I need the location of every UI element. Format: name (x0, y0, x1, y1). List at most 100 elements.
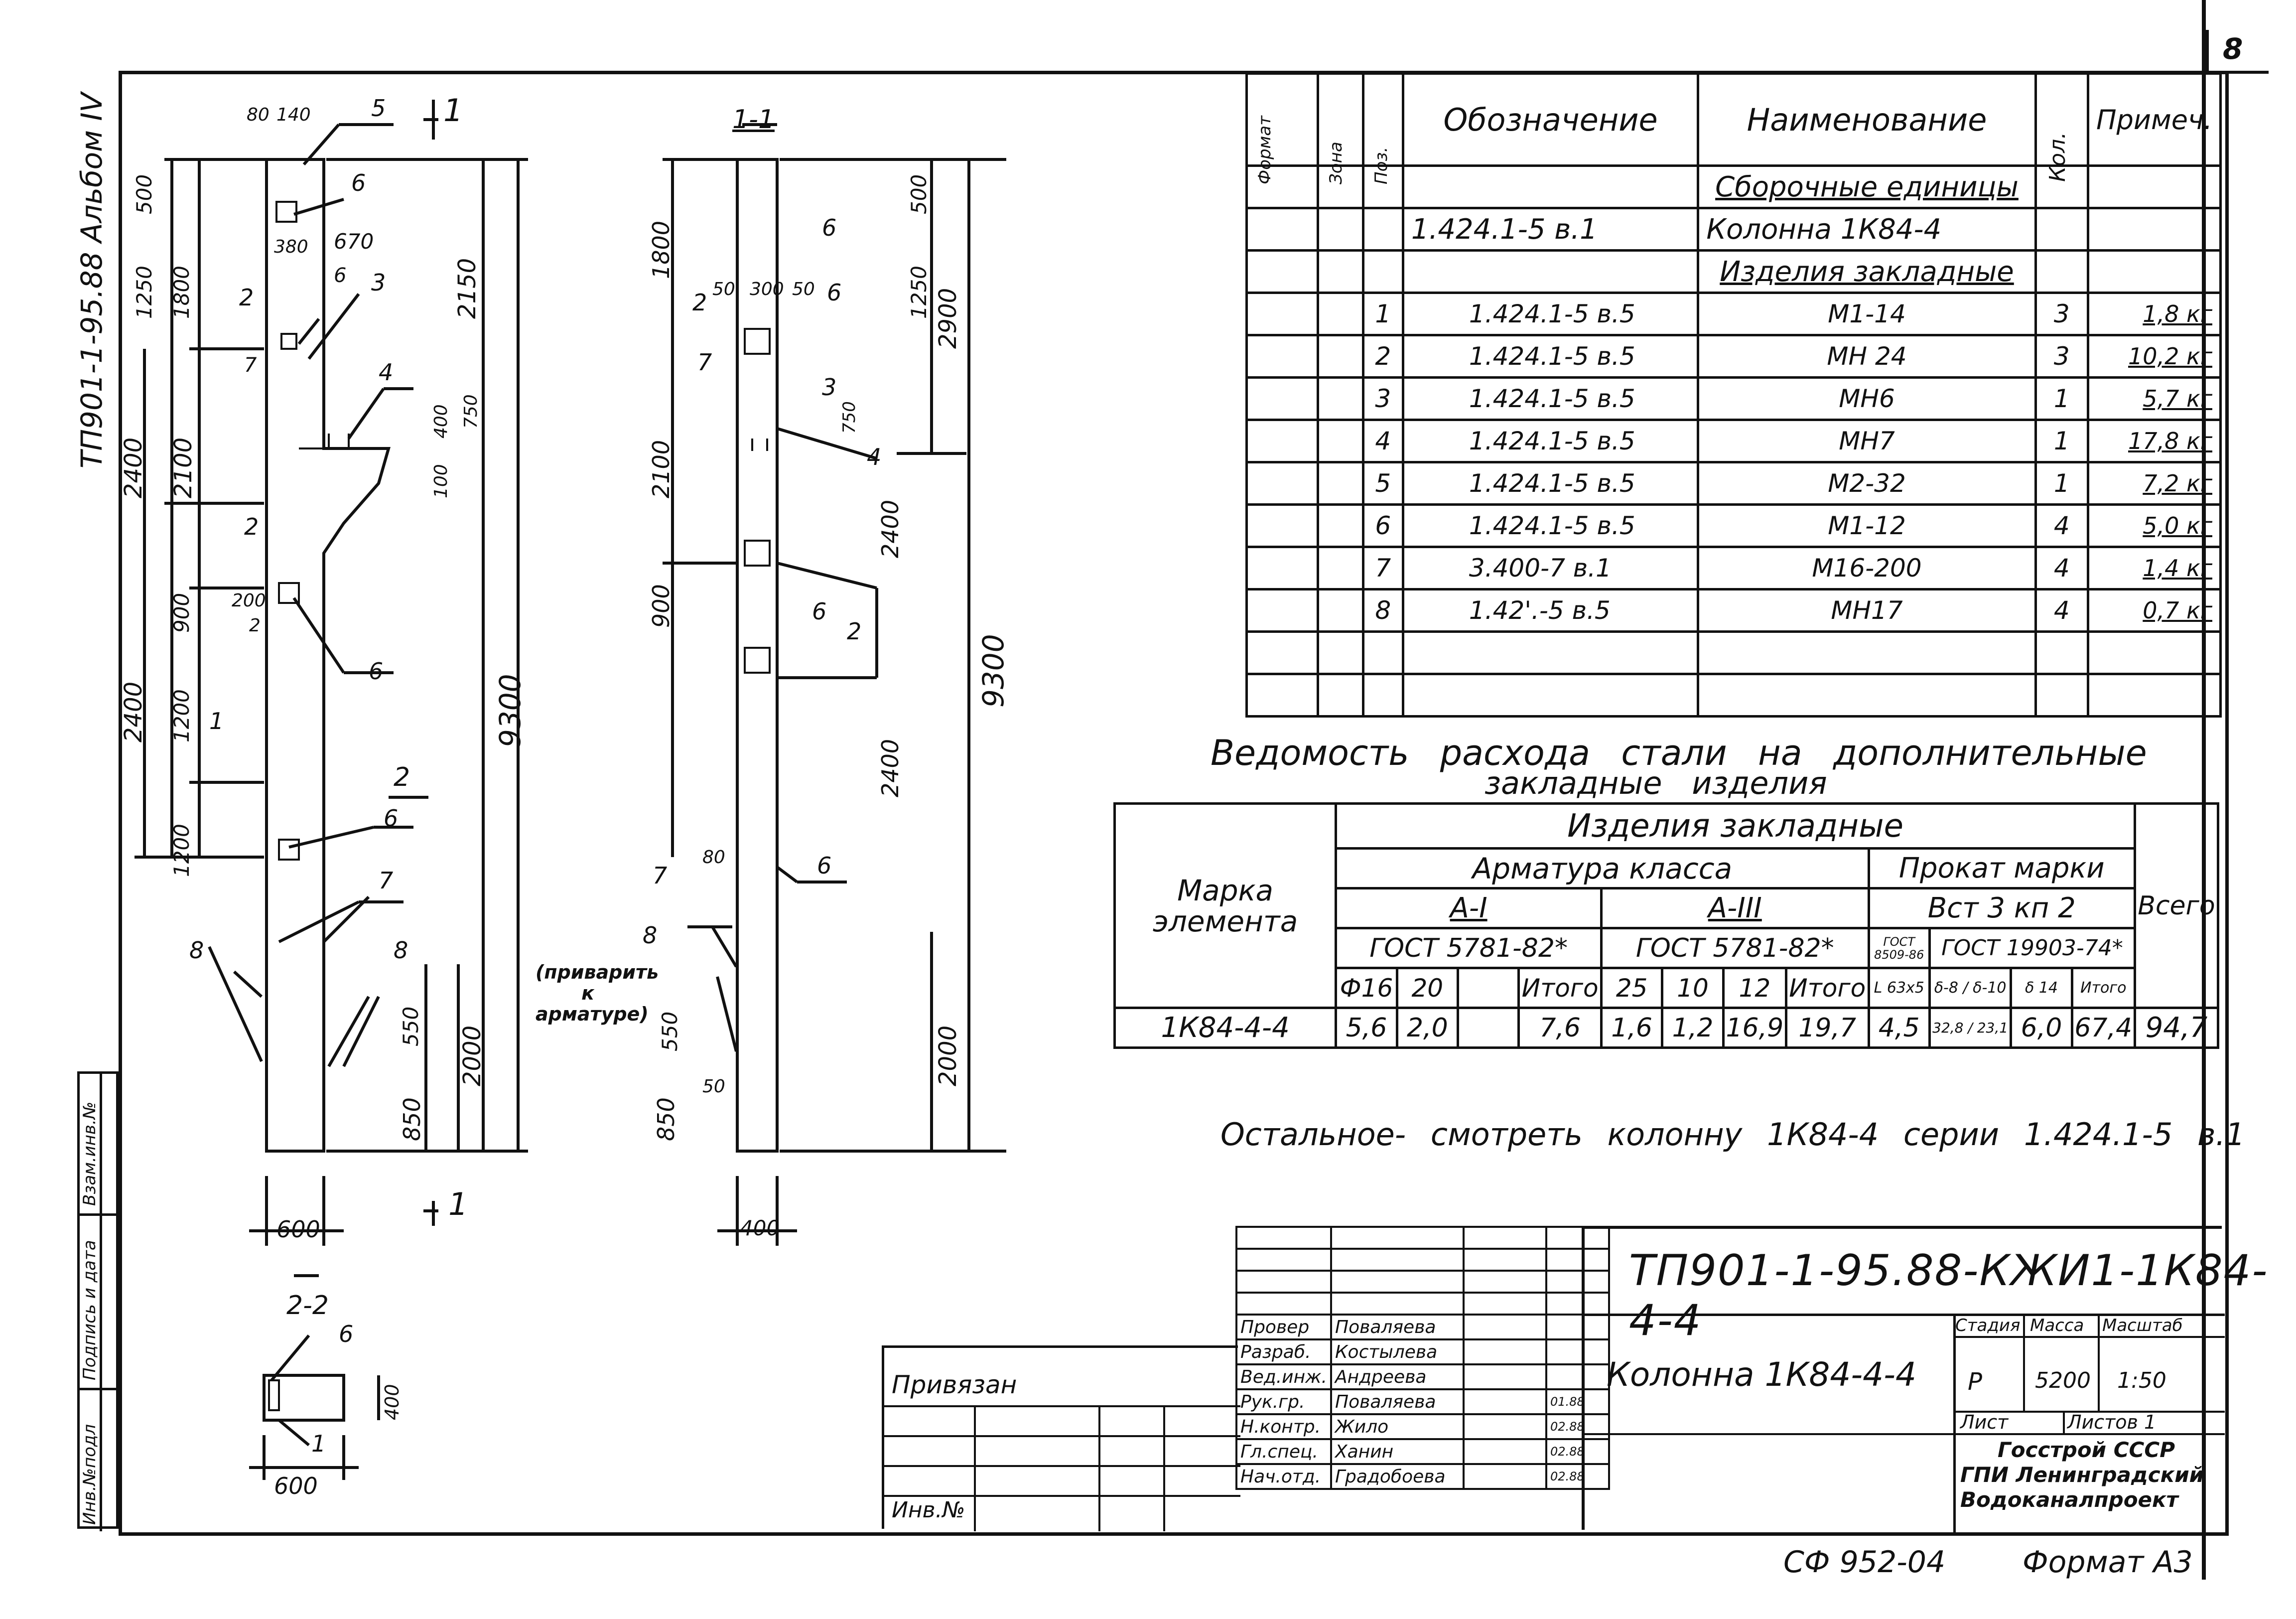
sheets-label: Листов 1 (2067, 1411, 2157, 1433)
dim-400-front: 400 (431, 404, 451, 439)
signer-date (1545, 1363, 1610, 1390)
spec-qty: 4 (2034, 546, 2089, 590)
cell-zone (1316, 503, 1364, 548)
spec-name: МН6 (1697, 376, 2037, 421)
dim-1250-front: 1250 (132, 266, 156, 319)
hdr-format: Формат (1255, 116, 1275, 184)
side-pos-2: 2 (692, 289, 707, 316)
pos-6-b: 6 (334, 264, 347, 287)
steel-sub-a3: Итого (1784, 967, 1870, 1009)
steel-sub-a1: Итого (1517, 967, 1603, 1009)
steel-val-a3: 19,7 (1784, 1007, 1870, 1049)
steel-sub-a3: 25 (1600, 967, 1664, 1009)
steel-sub-rolled: Итого (2070, 967, 2136, 1009)
spec-note: 1,8 кг (2086, 292, 2222, 336)
dim-300-side: 300 (750, 279, 784, 299)
spec-name: МН7 (1697, 419, 2037, 463)
doc-code: ТП901-1-95.88-КЖИ1-1К84-4-4 (1629, 1246, 2269, 1345)
spec-note: 1,4 кг (2086, 546, 2222, 590)
side-pos-2-b: 2 (847, 618, 862, 645)
steel-val-a1: 2,0 (1395, 1007, 1460, 1049)
spec-qty: 1 (2034, 419, 2089, 463)
pos-2-c: 2 (249, 615, 261, 636)
signer-name: Жило (1330, 1413, 1465, 1440)
steel-val-rolled: 4,5 (1867, 1007, 1931, 1049)
cell-zone (1316, 334, 1364, 379)
cut-mark-bottom: 1 (448, 1186, 468, 1222)
spec-qty: 1 (2034, 376, 2089, 421)
spec-name: М16-200 (1697, 546, 2037, 590)
dim-80-side: 80 (702, 847, 725, 868)
dim-100-front: 100 (431, 464, 451, 498)
cell-zone (1316, 546, 1364, 590)
steel-col-mark: Марка элемента (1113, 802, 1338, 1009)
tb-cell (1545, 1226, 1610, 1250)
section-1-label: 1-1 (732, 105, 775, 135)
dim-1800-side: 1800 (648, 220, 675, 279)
spec-pos: 2 (1361, 334, 1404, 379)
spec-note: 0,7 кг (2086, 588, 2222, 633)
assembly-title: Сборочные единицы (1697, 164, 2037, 209)
spec-designation: 1.424.1-5 в.5 (1401, 292, 1700, 336)
spec-pos: 4 (1361, 419, 1404, 463)
dim-550-side: 550 (658, 1011, 682, 1051)
tb-empty-row (1235, 1292, 1610, 1316)
steel-class-a1: А-I (1335, 887, 1603, 929)
tb-cell (1463, 1226, 1547, 1250)
pos-2-b: 2 (244, 513, 259, 540)
dim-2400-side-b: 2400 (877, 738, 904, 797)
general-note: Остальное- смотреть колонну 1К84-4 серии… (1220, 1116, 2245, 1153)
spec-name: МН 24 (1697, 334, 2037, 379)
steel-sub-rolled: δ-8 / δ-10 (1928, 967, 2013, 1009)
dim-750-front: 750 (461, 394, 481, 429)
assembly-designation: 1.424.1-5 в.1 (1401, 207, 1700, 252)
pos-6-d: 6 (384, 805, 399, 832)
dim-600-front: 600 (276, 1216, 320, 1243)
tb-cell (1235, 1248, 1332, 1272)
signer-date: 02.88 (1545, 1413, 1610, 1440)
signer-name: Андреева (1330, 1363, 1465, 1390)
spec-name: МН17 (1697, 588, 2037, 633)
signer-role: Рук.гр. (1235, 1388, 1332, 1415)
cell-format (1245, 292, 1319, 336)
spec-name: М2-32 (1697, 461, 2037, 506)
steel-row-total: 94,7 (2133, 1007, 2220, 1049)
cell-format (1245, 546, 1319, 590)
dim-9300-front: 9300 (493, 674, 527, 747)
tb-cell (1463, 1292, 1547, 1316)
spec-designation: 1.424.1-5 в.5 (1401, 419, 1700, 463)
cell-format (1245, 376, 1319, 421)
steel-val-a3: 16,9 (1722, 1007, 1787, 1049)
dim-2150-front: 2150 (453, 258, 481, 319)
side-pos-6-a: 6 (827, 279, 842, 306)
signer-signature (1463, 1413, 1547, 1440)
steel-sub-a3: 10 (1661, 967, 1725, 1009)
cell-format (1245, 461, 1319, 506)
spec-name: М1-14 (1697, 292, 2037, 336)
steel-col-group: Изделия закладные (1335, 802, 2136, 850)
steel-val-a3: 1,2 (1661, 1007, 1725, 1049)
spec-pos: 1 (1361, 292, 1404, 336)
steel-col-rebar: Арматура класса (1335, 847, 1870, 889)
spec-pos: 5 (1361, 461, 1404, 506)
org-line-1: Госстрой СССР (1998, 1438, 2175, 1462)
tb-cell (1545, 1248, 1610, 1272)
dim-400-section: 400 (381, 1384, 403, 1420)
spec-designation: 1.424.1-5 в.5 (1401, 334, 1700, 379)
signer-signature (1463, 1314, 1547, 1340)
dim-900-side: 900 (648, 584, 675, 628)
steel-class-a3: А-III (1600, 887, 1870, 929)
spec-pos: 6 (1361, 503, 1404, 548)
steel-val-a1: 5,6 (1335, 1007, 1398, 1049)
signer-date: 01.88 (1545, 1388, 1610, 1415)
spec-designation: 1.424.1-5 в.5 (1401, 503, 1700, 548)
spec-note: 10,2 кг (2086, 334, 2222, 379)
signer-date: 02.88 (1545, 1463, 1610, 1490)
tb-cell (1235, 1270, 1332, 1294)
pos-5: 5 (371, 95, 386, 122)
signer-name: Градобоева (1330, 1463, 1465, 1490)
section-2-2-outline (263, 1374, 345, 1422)
dim-850-side: 850 (653, 1097, 679, 1141)
side-pos-7-b: 7 (653, 862, 668, 889)
